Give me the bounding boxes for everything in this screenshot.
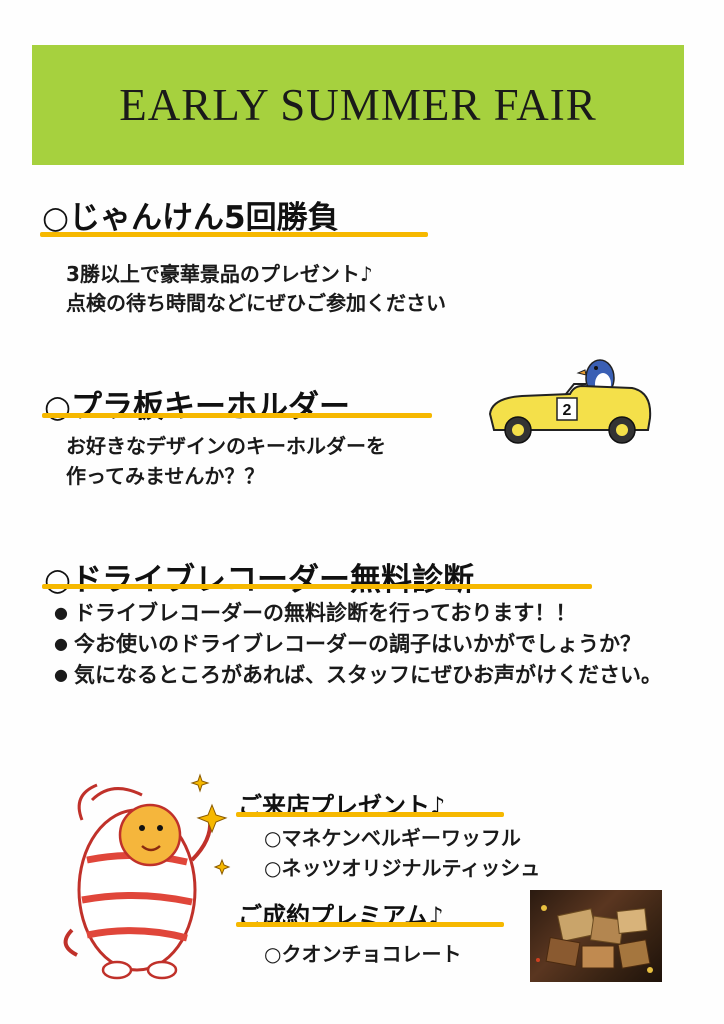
list-item-text: 気になるところがあれば、スタッフにぜひお声がけください。 — [74, 663, 662, 687]
bullet-icon: ● — [54, 665, 68, 684]
keyholder-line-2: 作ってみませんか？？ — [66, 464, 265, 488]
wheel-icon — [504, 416, 532, 444]
visit-gift-item: ○マネケンベルギーワッフル — [264, 826, 521, 850]
janken-line-2: 点検の待ち時間などにぜひご参加ください — [66, 291, 446, 315]
keyholder-line-1: お好きなデザインのキーホルダーを — [66, 434, 386, 458]
wheel-icon — [608, 416, 636, 444]
janken-line-1: 3勝以上で豪華景品のプレゼント♪ — [66, 262, 373, 286]
car-number: 2 — [563, 402, 572, 419]
list-item: ● 今お使いのドライブレコーダーの調子はいかがでしょうか？ — [52, 629, 672, 659]
shrimp-mascot-illustration — [63, 773, 231, 980]
title-banner: EARLY SUMMER FAIR — [32, 45, 684, 165]
bullet-icon: ● — [54, 603, 68, 622]
section-heading-dashcam: ○ドライブレコーダー無料診断 — [44, 562, 475, 598]
contract-premium-item: ○クオンチョコレート — [264, 942, 462, 966]
heading-underline — [40, 232, 428, 237]
page-title: EARLY SUMMER FAIR — [119, 80, 597, 130]
sparkle-icon — [190, 773, 231, 876]
section-heading-keyholder: ○プラ板キーホルダー — [44, 389, 351, 425]
dashcam-bullet-list: ● ドライブレコーダーの無料診断を行っております！！ ● 今お使いのドライブレコーダ… — [52, 598, 672, 691]
race-car-illustration: 2 — [488, 359, 652, 444]
bullet-icon: ● — [54, 634, 68, 653]
chocolate-box-icon — [536, 905, 653, 973]
list-item-text: 今お使いのドライブレコーダーの調子はいかがでしょうか？ — [74, 632, 641, 656]
chocolate-photo — [530, 890, 662, 982]
heading-underline — [42, 584, 592, 589]
heading-underline — [236, 812, 504, 817]
list-item-text: ドライブレコーダーの無料診断を行っております！！ — [74, 601, 577, 625]
visit-gift-item: ○ネッツオリジナルティッシュ — [264, 856, 541, 880]
heading-underline — [42, 413, 432, 418]
list-item: ● 気になるところがあれば、スタッフにぜひお声がけください。 — [52, 660, 672, 690]
heading-underline — [236, 922, 504, 927]
list-item: ● ドライブレコーダーの無料診断を行っております！！ — [52, 598, 672, 628]
section-heading-janken: ○じゃんけん5回勝負 — [42, 200, 339, 236]
